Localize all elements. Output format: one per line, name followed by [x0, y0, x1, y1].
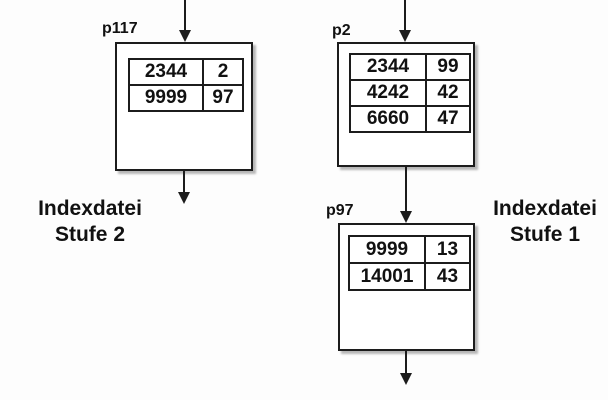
arrow-line-into-p117 — [184, 0, 186, 31]
caption-line: Indexdatei — [493, 197, 597, 220]
arrow-line-into-p2 — [404, 0, 406, 31]
node-table-p117: 2344 2 9999 97 — [128, 58, 244, 112]
arrowhead-out-of-p97-icon — [400, 373, 412, 385]
table-row: 2344 2 — [128, 58, 244, 86]
key-cell: 6660 — [349, 105, 427, 133]
node-table-p2: 2344 99 4242 42 6660 47 — [349, 53, 471, 133]
arrow-line-p2-to-p97 — [405, 167, 407, 212]
caption-line: Stufe 1 — [509, 223, 580, 246]
pointer-cell: 2 — [202, 58, 244, 86]
table-row: 2344 99 — [349, 53, 471, 81]
pointer-cell: 97 — [202, 84, 244, 112]
pointer-cell: 47 — [425, 105, 471, 133]
pointer-cell: 42 — [425, 79, 471, 107]
caption-line: Stufe 2 — [54, 223, 125, 246]
node-box-p2: 2344 99 4242 42 6660 47 — [337, 42, 475, 167]
table-row: 9999 13 — [348, 235, 471, 264]
pointer-cell: 43 — [424, 262, 471, 291]
arrow-line-out-of-p97 — [405, 351, 407, 374]
arrowhead-p2-to-p97-icon — [400, 211, 412, 223]
table-row: 6660 47 — [349, 105, 471, 133]
node-table-p97: 9999 13 14001 43 — [348, 235, 471, 291]
node-box-p97: 9999 13 14001 43 — [338, 223, 475, 351]
table-row: 9999 97 — [128, 84, 244, 112]
caption-indexdatei-stufe-1: Indexdatei Stufe 1 — [482, 196, 608, 248]
table-row: 4242 42 — [349, 79, 471, 107]
arrowhead-into-p117-icon — [179, 30, 191, 42]
key-cell: 14001 — [348, 262, 426, 291]
key-cell: 2344 — [128, 58, 204, 86]
arrowhead-into-p2-icon — [399, 30, 411, 42]
node-label-p117: p117 — [102, 20, 138, 37]
arrowhead-out-of-p117-icon — [178, 192, 190, 204]
node-label-p2: p2 — [332, 22, 351, 39]
key-cell: 9999 — [128, 84, 204, 112]
table-row: 14001 43 — [348, 262, 471, 291]
arrow-line-out-of-p117 — [183, 171, 185, 193]
node-label-p97: p97 — [326, 202, 354, 219]
key-cell: 4242 — [349, 79, 427, 107]
node-box-p117: 2344 2 9999 97 — [115, 42, 253, 171]
pointer-cell: 99 — [425, 53, 471, 81]
caption-line: Indexdatei — [38, 197, 142, 220]
caption-indexdatei-stufe-2: Indexdatei Stufe 2 — [10, 196, 170, 248]
key-cell: 2344 — [349, 53, 427, 81]
pointer-cell: 13 — [424, 235, 471, 264]
key-cell: 9999 — [348, 235, 426, 264]
